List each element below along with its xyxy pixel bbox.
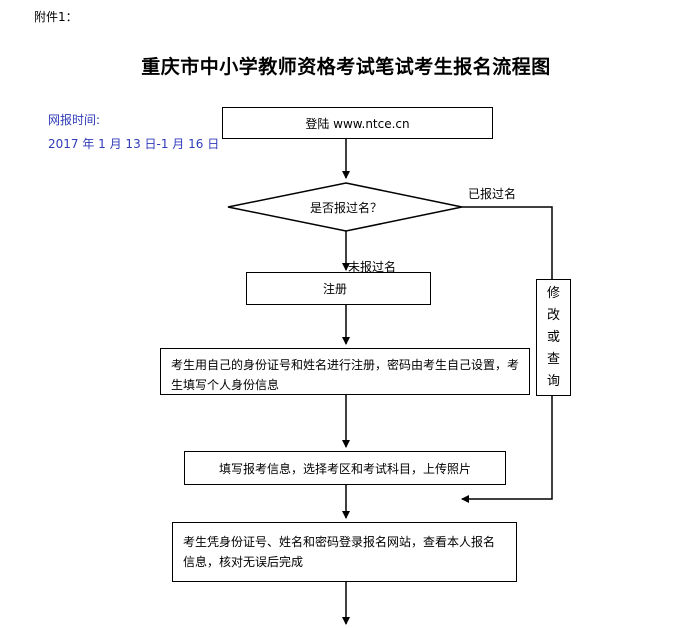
register-box: 注册 [246, 272, 431, 305]
login-check-text: 考生凭身份证号、姓名和密码登录报名网站，查看本人报名信息，核对无误后完成 [183, 535, 496, 569]
modify-char: 或 [546, 329, 560, 345]
modify-char: 修 [546, 285, 560, 301]
register-text: 注册 [323, 282, 348, 296]
login-text: 登陆 www.ntce.cn [305, 116, 410, 131]
connector-yes-branch [462, 206, 553, 279]
register-detail-box: 考生用自己的身份证号和姓名进行注册，密码由考生自己设置，考生填写个人身份信息 [160, 348, 530, 395]
registration-period-label: 网报时间: [48, 113, 101, 127]
attachment-label: 附件1： [34, 10, 78, 24]
yes-branch-label: 已报过名 [468, 187, 517, 201]
arrow-modify-to-fillinfo [461, 396, 553, 503]
modify-char: 改 [546, 307, 560, 323]
login-box: 登陆 www.ntce.cn [222, 107, 493, 139]
register-detail-text: 考生用自己的身份证号和姓名进行注册，密码由考生自己设置，考生填写个人身份信息 [171, 358, 520, 392]
fill-info-text: 填写报考信息，选择考区和考试科目，上传照片 [218, 461, 471, 476]
modify-char: 查 [546, 351, 560, 367]
registration-period-value: 2017 年 1 月 13 日-1 月 16 日 [48, 137, 220, 151]
modify-or-query-box: 修 改 或 查 询 [536, 279, 571, 396]
page-title: 重庆市中小学教师资格考试笔试考生报名流程图 [141, 56, 551, 78]
modify-char: 询 [546, 373, 560, 389]
fill-info-box: 填写报考信息，选择考区和考试科目，上传照片 [184, 451, 506, 485]
decision-text: 是否报过名？ [309, 201, 382, 215]
login-check-box: 考生凭身份证号、姓名和密码登录报名网站，查看本人报名信息，核对无误后完成 [172, 522, 517, 582]
no-branch-label: 未报过名 [348, 260, 397, 274]
